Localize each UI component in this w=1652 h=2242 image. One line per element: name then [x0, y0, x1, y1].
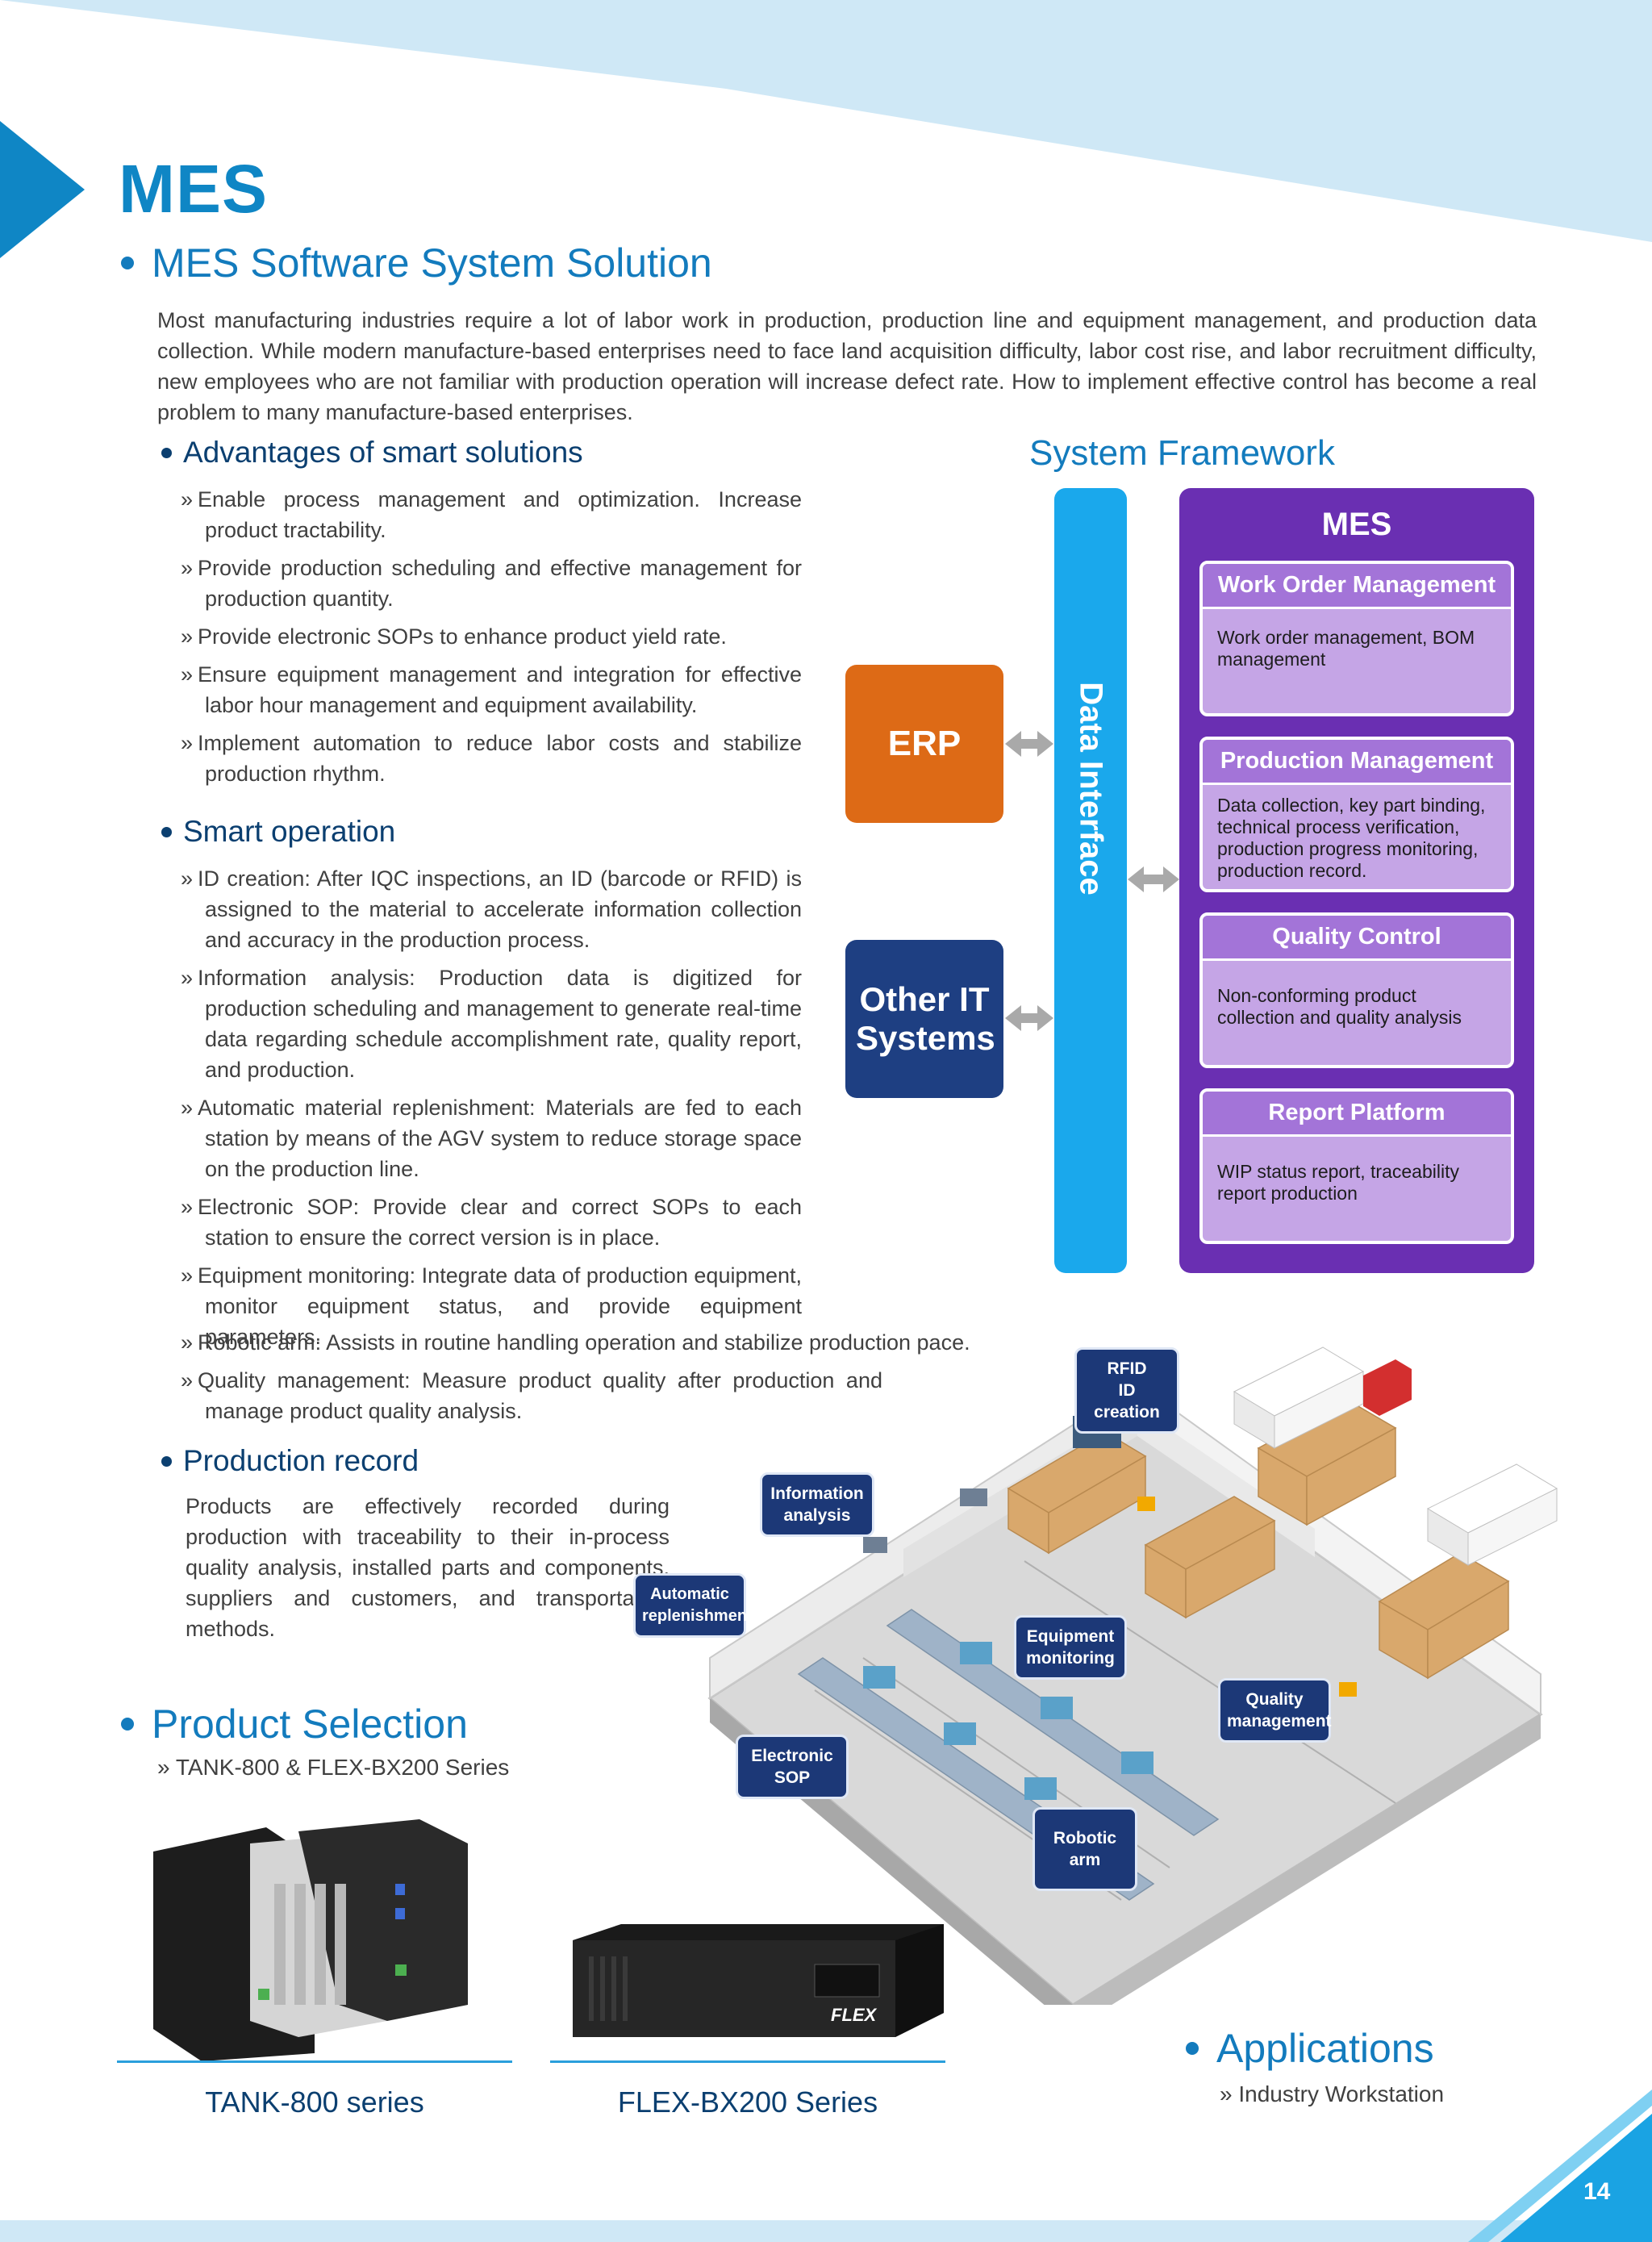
module-title: Report Platform [1203, 1092, 1511, 1137]
list-item: »Automatic material replenishment: Mater… [181, 1096, 802, 1181]
bullet-dot [161, 1455, 172, 1467]
callout-text: RFID ID creation [1094, 1359, 1160, 1422]
product-selection-note: » TANK-800 & FLEX-BX200 Series [157, 1755, 510, 1780]
callout-text: Information analysis [770, 1484, 864, 1525]
data-interface-label: Data Interface [1073, 682, 1109, 896]
bullet-dot [121, 257, 134, 269]
callout-equipment-monitoring: Equipment monitoring [1014, 1615, 1127, 1680]
bullet-dot [161, 447, 172, 458]
bullet-dot [1186, 2042, 1199, 2055]
flex-logo: FLEX [831, 2005, 878, 2025]
bullet-dot [121, 1718, 134, 1731]
product-caption-flex: FLEX-BX200 Series [617, 2085, 878, 2119]
list-item: »Robotic arm: Assists in routine handlin… [181, 1330, 970, 1355]
callout-quality-management: Quality management [1218, 1678, 1332, 1743]
callout-information-analysis: Information analysis [760, 1472, 874, 1537]
list-item: »Provide production scheduling and effec… [181, 556, 802, 611]
other-it-label: Other IT Systems [856, 980, 995, 1057]
module-title: Work Order Management [1203, 564, 1511, 609]
callout-text: Robotic arm [1053, 1829, 1117, 1869]
bullet-dot [161, 826, 172, 837]
list-item: »Provide electronic SOPs to enhance prod… [181, 624, 727, 649]
module-report-platform: Report Platform WIP status report, trace… [1199, 1088, 1514, 1244]
list-item: »Quality management: Measure product qua… [181, 1368, 882, 1423]
module-desc: Data collection, key part binding, techn… [1217, 795, 1486, 881]
flex-bx200-image: FLEX [573, 1924, 944, 2037]
mes-panel-title: MES [1321, 507, 1392, 542]
callout-robotic-arm: Robotic arm [1032, 1807, 1137, 1891]
other-it-box: Other IT Systems [845, 940, 1003, 1098]
tank-800-image [153, 1819, 468, 2061]
module-desc: Non-conforming product collection and qu… [1217, 985, 1462, 1028]
product-divider [117, 2060, 512, 2063]
module-title: Production Management [1203, 740, 1511, 785]
module-production: Production Management Data collection, k… [1199, 737, 1514, 892]
module-desc: Work order management, BOM management [1217, 627, 1475, 670]
section-heading-advantages: Advantages of smart solutions [161, 436, 583, 470]
page-title: MES [119, 151, 269, 227]
heading-text: MES Software System Solution [152, 240, 712, 286]
list-item: »Enable process management and optimizat… [181, 487, 802, 542]
callout-text: Quality management [1227, 1690, 1332, 1731]
list-item: »Ensure equipment management and integra… [181, 662, 802, 717]
section-heading-product-selection: Product Selection [121, 1701, 468, 1747]
section-heading-production-record: Production record [161, 1444, 419, 1478]
callout-text: Electronic SOP [751, 1747, 833, 1787]
callout-text: Equipment monitoring [1026, 1627, 1115, 1668]
list-item: »Information analysis: Production data i… [181, 966, 802, 1082]
module-title: Quality Control [1203, 916, 1511, 961]
product-caption-tank: TANK-800 series [205, 2085, 424, 2119]
list-item: »Implement automation to reduce labor co… [181, 731, 802, 786]
list-item: »ID creation: After IQC inspections, an … [181, 866, 802, 952]
erp-box: ERP [845, 665, 1003, 823]
callout-text: Automatic replenishment [642, 1585, 753, 1625]
heading-text: Smart operation [183, 815, 396, 848]
product-divider [550, 2060, 945, 2063]
module-quality-control: Quality Control Non-conforming product c… [1199, 912, 1514, 1068]
page-number: 14 [1583, 2178, 1611, 2205]
callout-electronic-sop: Electronic SOP [736, 1735, 849, 1799]
smart-operation-list: »ID creation: After IQC inspections, an … [181, 863, 802, 1359]
heading-text: Advantages of smart solutions [183, 436, 583, 469]
heading-text: Product Selection [152, 1701, 468, 1747]
factory-illustration [707, 1346, 1558, 2005]
module-desc: WIP status report, traceability report p… [1217, 1161, 1459, 1204]
section-heading-solution: MES Software System Solution [121, 240, 712, 286]
heading-text: Production record [183, 1444, 419, 1477]
data-interface-bar [1054, 488, 1127, 1273]
advantages-list: »Enable process management and optimizat… [181, 484, 802, 796]
smart-operation-list-cont2: »Quality management: Measure product qua… [181, 1365, 882, 1434]
section-heading-smart-operation: Smart operation [161, 815, 395, 849]
module-work-order: Work Order Management Work order managem… [1199, 561, 1514, 716]
applications-note: » Industry Workstation [1220, 2081, 1445, 2106]
list-item: »Electronic SOP: Provide clear and corre… [181, 1195, 802, 1250]
smart-operation-list-cont: »Robotic arm: Assists in routine handlin… [181, 1327, 1003, 1365]
callout-automatic-replenishment: Automatic replenishment [633, 1573, 753, 1638]
heading-text: Applications [1216, 2026, 1434, 2071]
callout-rfid: RFID ID creation [1074, 1347, 1179, 1434]
intro-paragraph: Most manufacturing industries require a … [157, 308, 1537, 424]
list-item: »Equipment monitoring: Integrate data of… [181, 1263, 803, 1349]
section-heading-applications: Applications [1186, 2025, 1434, 2072]
framework-title: System Framework [1029, 433, 1335, 473]
production-record-text: Products are effectively recorded during… [186, 1494, 670, 1641]
